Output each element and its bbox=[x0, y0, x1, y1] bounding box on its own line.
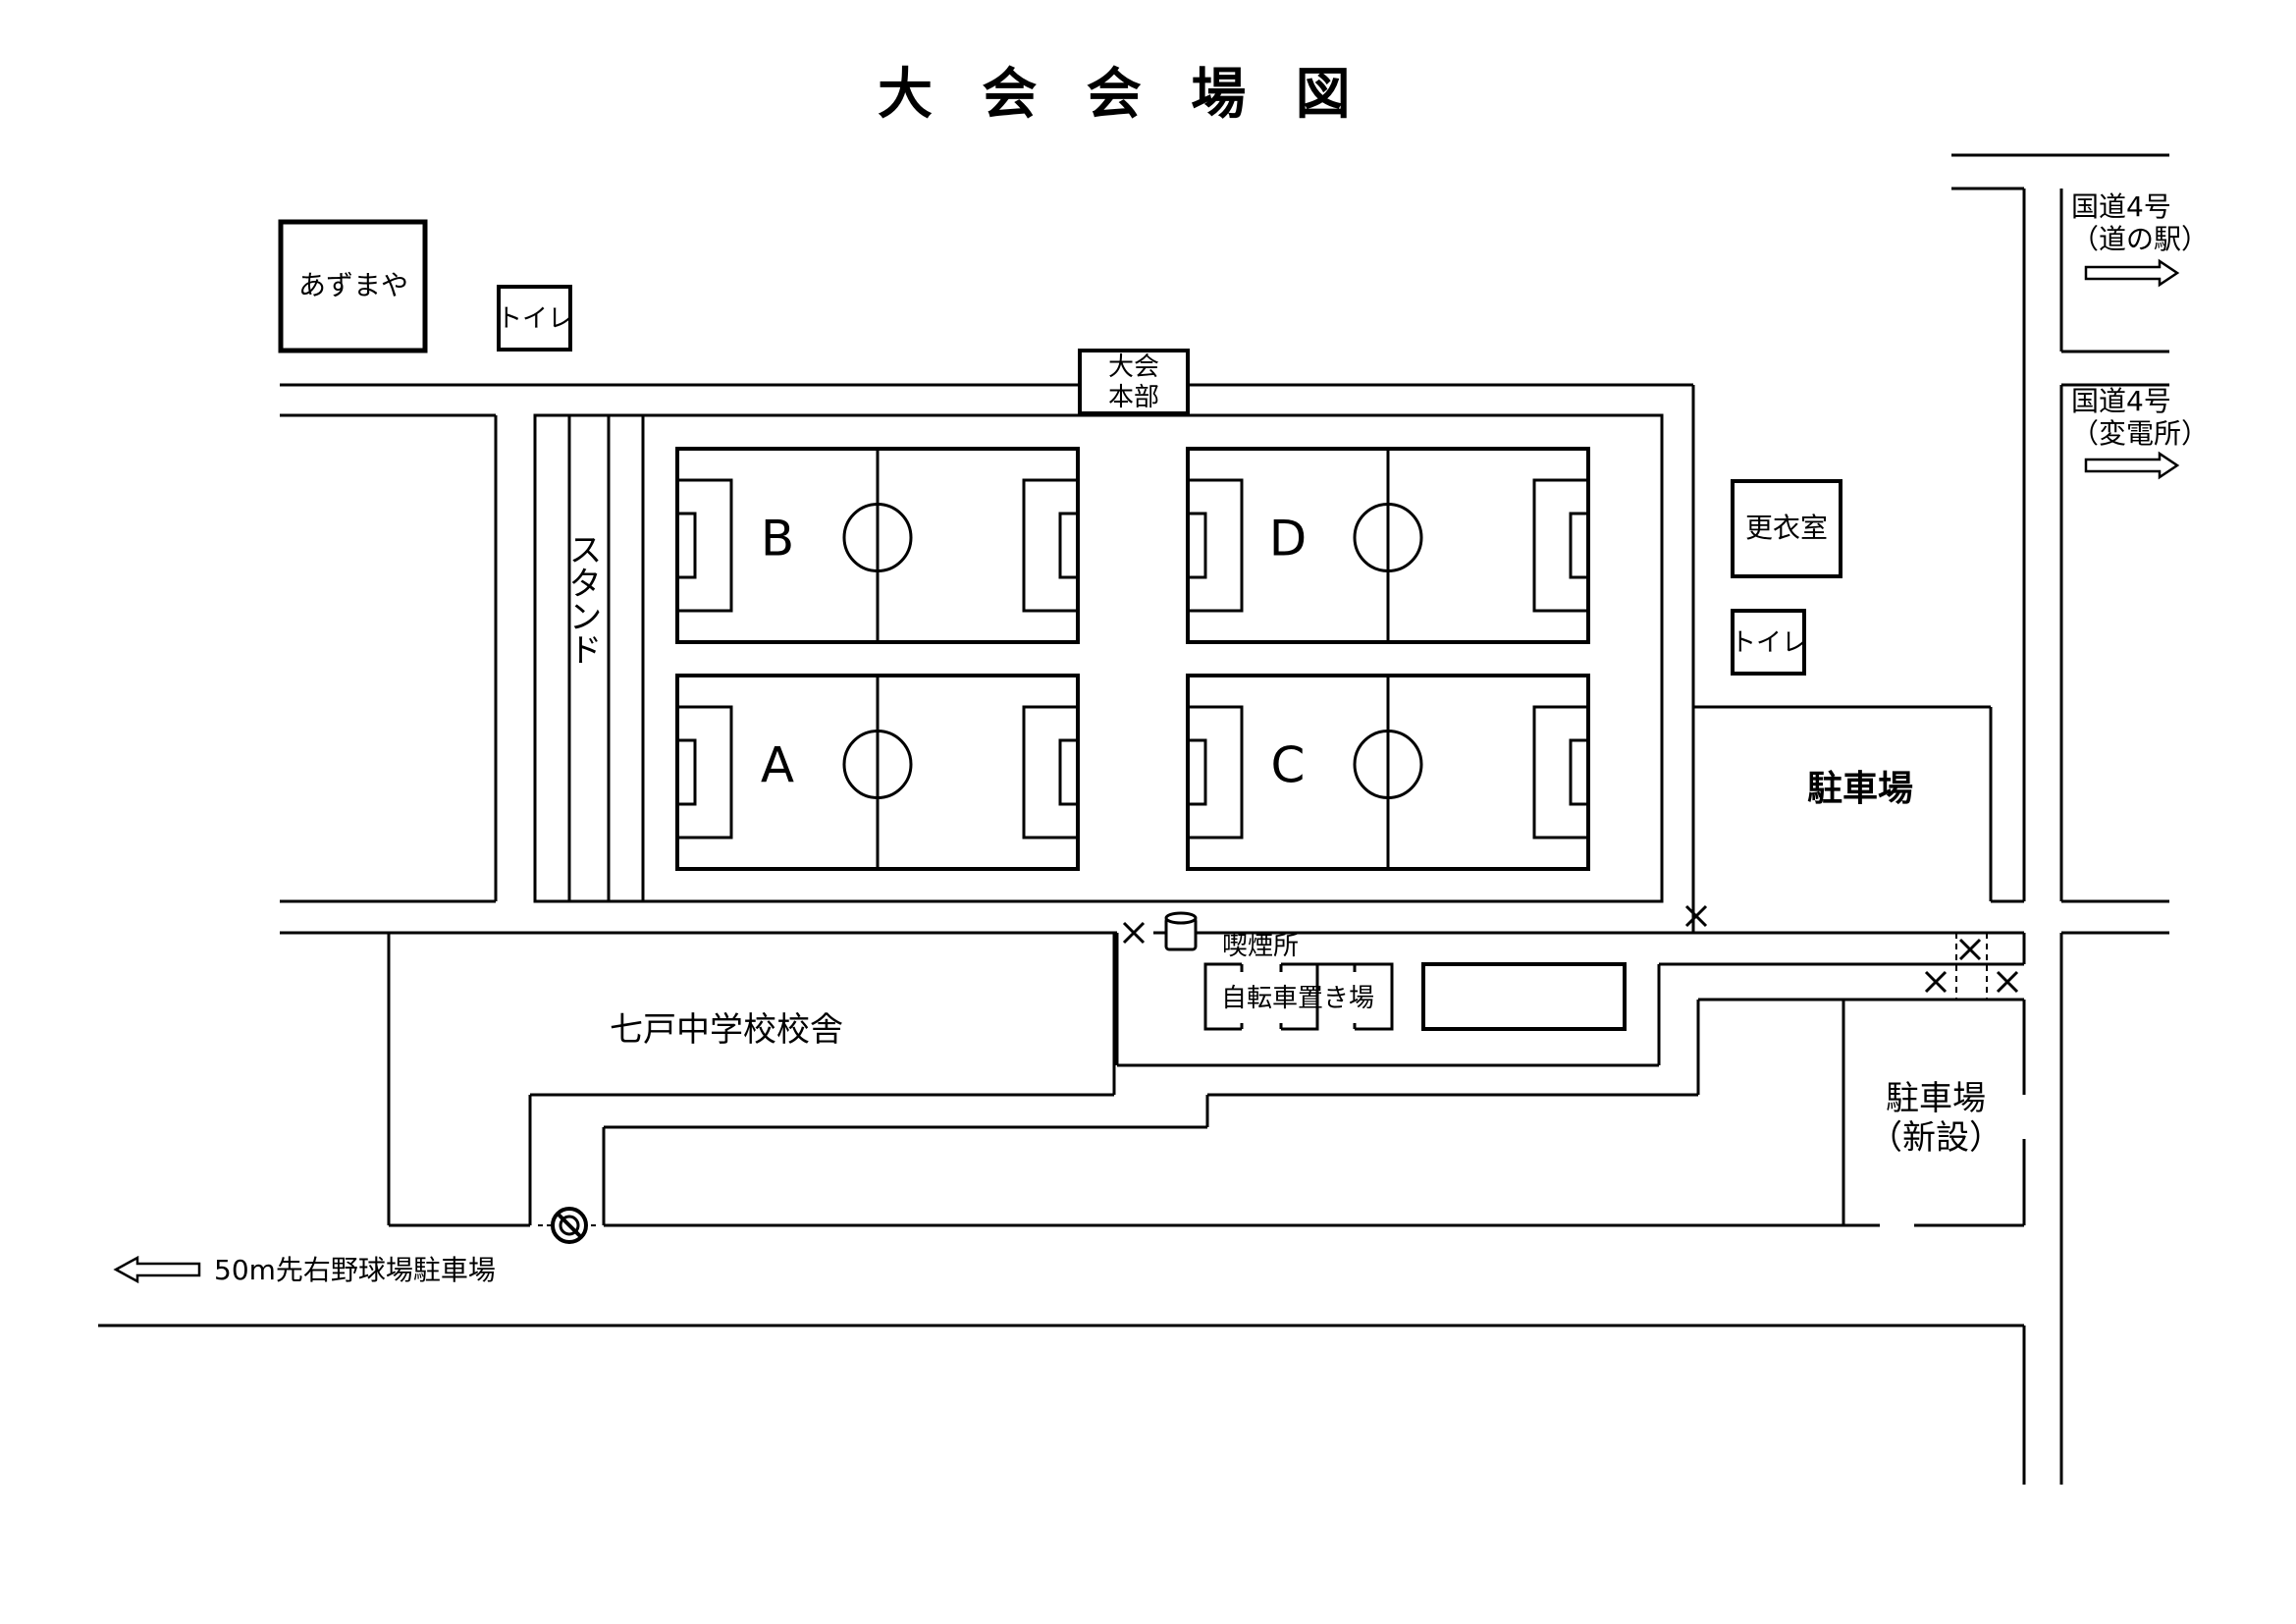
route4-a-line1: 国道4号 bbox=[2071, 190, 2171, 223]
azumaya-building bbox=[278, 219, 428, 353]
hq-building bbox=[1078, 349, 1190, 415]
parking-new-label-line1: 駐車場 bbox=[1886, 1079, 1986, 1118]
field-label-B: B bbox=[761, 511, 794, 568]
toilet-right-label: トイレ bbox=[1731, 628, 1807, 658]
parking-label: 駐車場 bbox=[1807, 769, 1913, 809]
stand bbox=[567, 415, 645, 901]
field-D: D bbox=[1186, 447, 1590, 644]
parking-new-label-line2: （新設） bbox=[1869, 1118, 2002, 1158]
azumaya-label: あずまや bbox=[298, 269, 408, 301]
hq-label-line1: 大会 bbox=[1108, 352, 1159, 382]
field-A: A bbox=[675, 674, 1080, 871]
toilet-right-building bbox=[1731, 609, 1806, 676]
bike-parking-label: 自転車置き場 bbox=[1221, 984, 1374, 1013]
ashtray-icon bbox=[1164, 911, 1198, 951]
field-label-C: C bbox=[1271, 737, 1306, 794]
arrow-left-icon bbox=[113, 1255, 201, 1284]
arrow-right-icon bbox=[2084, 258, 2180, 288]
field-C: C bbox=[1186, 674, 1590, 871]
changing-room-building bbox=[1731, 479, 1842, 578]
toilet-top-building bbox=[497, 285, 572, 352]
page-title: 大会会場図 bbox=[878, 63, 1400, 127]
changing-room-label: 更衣室 bbox=[1745, 512, 1828, 544]
route4-b-line2: （変電所） bbox=[2071, 417, 2209, 450]
field-label-A: A bbox=[761, 737, 794, 794]
field-B: B bbox=[675, 447, 1080, 644]
soccer-fields: B D A C bbox=[675, 447, 1590, 871]
arrow-right-icon bbox=[2084, 451, 2180, 480]
field-label-D: D bbox=[1269, 511, 1308, 568]
roads bbox=[98, 153, 2169, 1485]
baseball-parking-label: 50m先右野球場駐車場 bbox=[214, 1254, 496, 1286]
route4-a-line2: （道の駅） bbox=[2071, 223, 2209, 255]
storage-building bbox=[1421, 962, 1627, 1031]
stand-label: スタンド bbox=[562, 532, 602, 666]
no-entry-icon bbox=[538, 1207, 599, 1244]
toilet-top-label: トイレ bbox=[497, 304, 573, 334]
bike-parking-structure bbox=[1203, 962, 1394, 1031]
hq-label-line2: 本部 bbox=[1108, 383, 1159, 412]
field-enclosure bbox=[533, 413, 1664, 903]
x-mark-icon bbox=[1122, 904, 2019, 1000]
smoking-label: 喫煙所 bbox=[1222, 932, 1299, 961]
school-label: 七戸中学校校舎 bbox=[610, 1010, 843, 1050]
route4-b-line1: 国道4号 bbox=[2071, 385, 2171, 417]
